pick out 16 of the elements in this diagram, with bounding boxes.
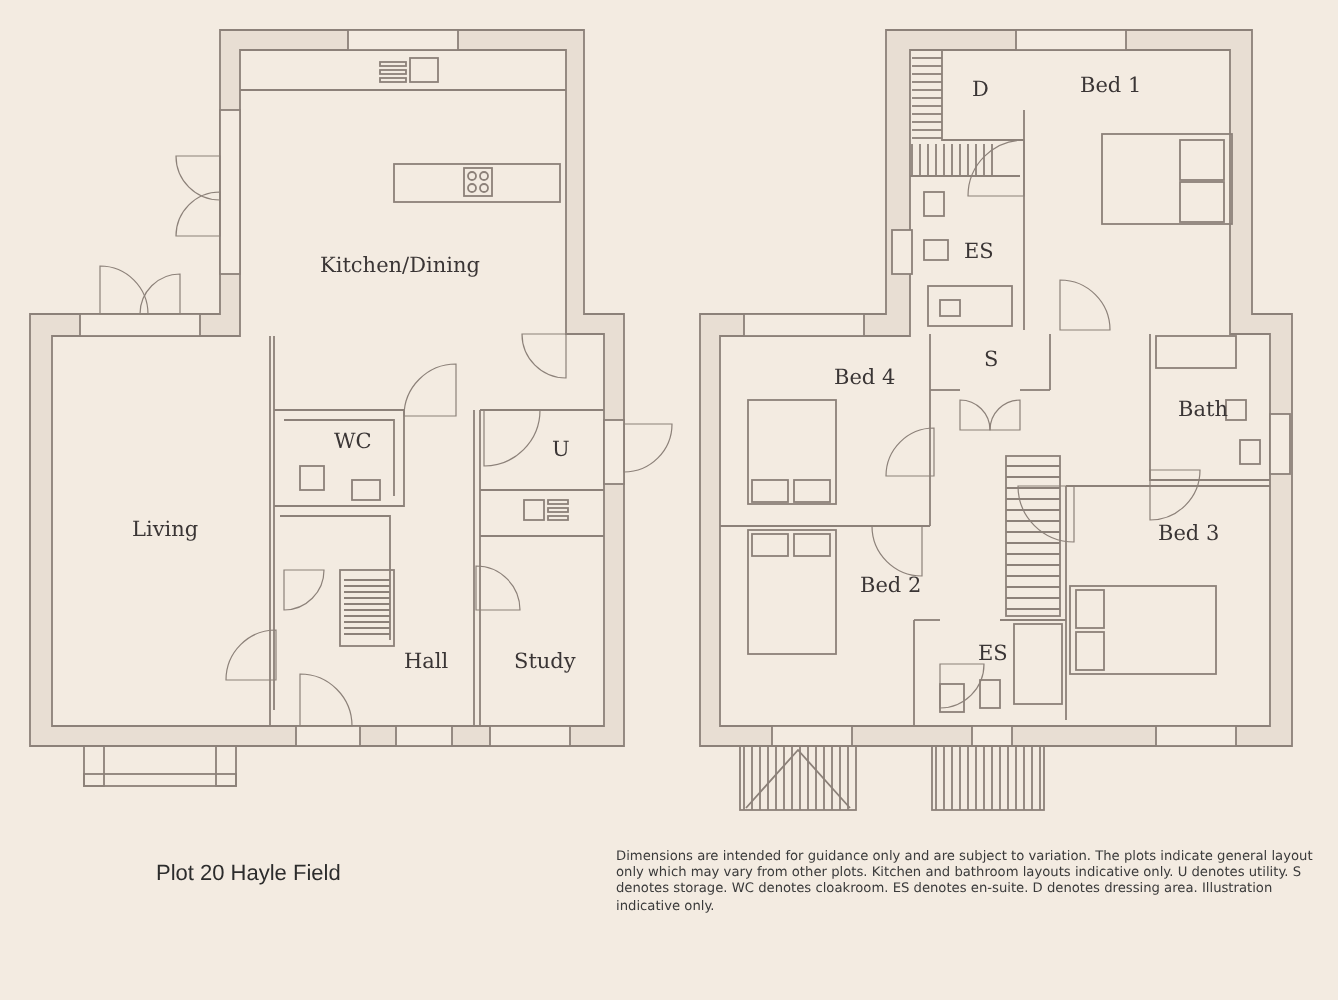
room-label: Hall bbox=[404, 652, 449, 673]
room-label: ES bbox=[978, 644, 1008, 665]
room-label: Bed 4 bbox=[834, 368, 896, 389]
room-label: Bed 3 bbox=[1158, 524, 1220, 545]
room-label: S bbox=[984, 350, 999, 371]
room-label: Bath bbox=[1178, 400, 1228, 421]
room-label: Bed 2 bbox=[860, 576, 922, 597]
room-label: WC bbox=[334, 432, 372, 453]
room-label: Bed 1 bbox=[1080, 76, 1142, 97]
room-label: ES bbox=[964, 242, 994, 263]
plot-name: Plot 20 Hayle Field bbox=[156, 864, 341, 886]
room-label: Study bbox=[514, 652, 576, 673]
room-label: Living bbox=[132, 520, 199, 541]
room-label: D bbox=[972, 80, 989, 101]
room-label: Kitchen/Dining bbox=[320, 256, 480, 277]
room-label: U bbox=[552, 440, 570, 461]
